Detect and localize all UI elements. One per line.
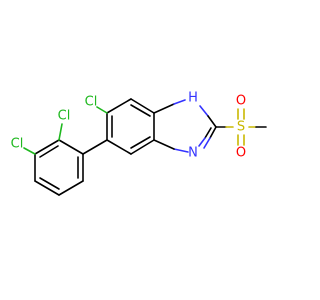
- atom-label-cl-meta: Cl: [11, 137, 24, 152]
- bond: [203, 137, 211, 149]
- bond: [199, 105, 209, 117]
- bond: [58, 139, 84, 155]
- atom-label-o-top: O: [236, 94, 246, 109]
- bond: [130, 98, 155, 114]
- atom-label-o-bottom: O: [236, 146, 246, 161]
- bond: [153, 103, 175, 114]
- bond: [130, 139, 155, 155]
- bond: [153, 139, 175, 150]
- bond: [130, 104, 151, 117]
- bond: [207, 115, 217, 128]
- bond: [82, 139, 108, 155]
- bond-lines: [23, 98, 267, 196]
- atom-label-cl-ortho: Cl: [58, 109, 71, 124]
- bond: [204, 127, 212, 139]
- bond: [34, 139, 60, 155]
- bond: [39, 145, 59, 158]
- bond: [209, 126, 217, 139]
- bond: [173, 148, 189, 153]
- bond: [106, 139, 132, 155]
- bond: [58, 123, 63, 141]
- molecule-structure: Cl Cl Cl H N S O O: [11, 91, 267, 196]
- bond: [173, 99, 186, 105]
- bond: [130, 136, 151, 149]
- atom-label-nh: H: [188, 91, 198, 106]
- bond: [58, 180, 84, 196]
- atom-label-n-ring: N: [188, 146, 198, 161]
- bond: [39, 177, 60, 190]
- atom-label-cl-ring: Cl: [85, 95, 98, 110]
- bond: [96, 106, 108, 114]
- bond: [106, 98, 132, 114]
- atom-label-sulfur: S: [237, 120, 245, 135]
- bond: [23, 147, 36, 155]
- atom-labels: Cl Cl Cl H N S O O: [11, 91, 246, 161]
- bond: [198, 137, 206, 147]
- bond: [34, 180, 60, 196]
